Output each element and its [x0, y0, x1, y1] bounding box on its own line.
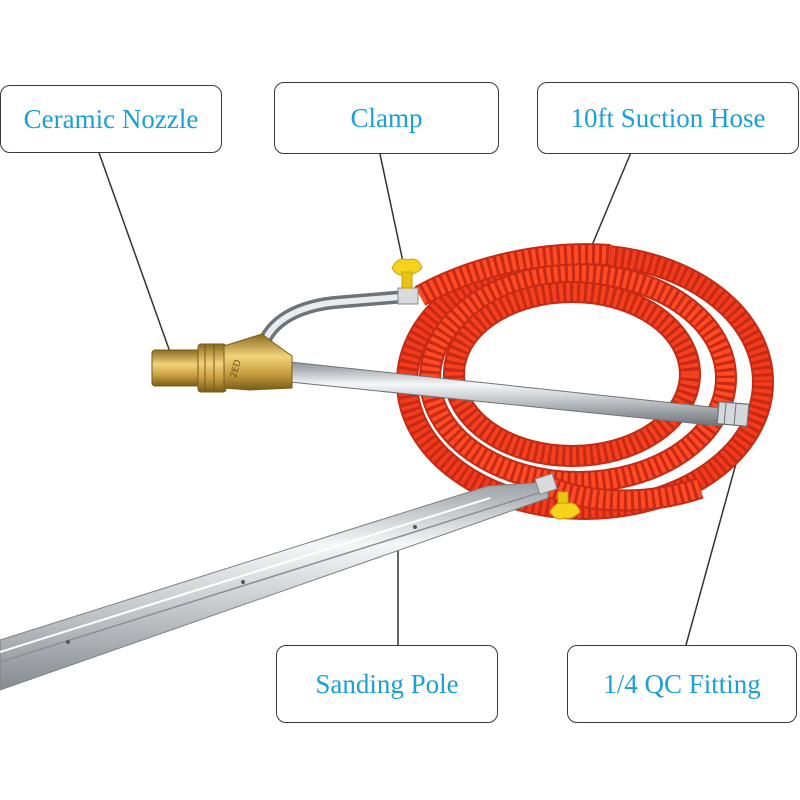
label-sanding-pole-text: Sanding Pole [315, 668, 459, 699]
nozzle-engraving: 2ED [229, 359, 243, 379]
sanding-pole [0, 472, 558, 691]
clamp-top [391, 258, 423, 289]
label-sanding-pole: Sanding Pole [276, 645, 498, 723]
qc-fitting [716, 401, 750, 427]
hose-ferrule-bottom [534, 472, 558, 496]
label-clamp: Clamp [274, 82, 499, 154]
label-ceramic-nozzle: Ceramic Nozzle [0, 85, 222, 153]
main-wand [289, 361, 750, 427]
label-clamp-text: Clamp [350, 102, 423, 133]
leader-line-ceramic-nozzle [97, 149, 171, 353]
ceramic-nozzle: 2ED [151, 333, 293, 393]
hose-ferrule-top [397, 287, 419, 305]
label-suction-hose: 10ft Suction Hose [537, 82, 799, 154]
label-suction-hose-text: 10ft Suction Hose [570, 102, 766, 133]
suction-tube [255, 287, 419, 355]
leader-line-clamp [376, 139, 404, 263]
clamp-bottom [549, 491, 581, 520]
label-qc-fitting-text: 1/4 QC Fitting [603, 668, 761, 699]
label-ceramic-nozzle-text: Ceramic Nozzle [23, 103, 199, 134]
label-qc-fitting: 1/4 QC Fitting [567, 645, 797, 723]
